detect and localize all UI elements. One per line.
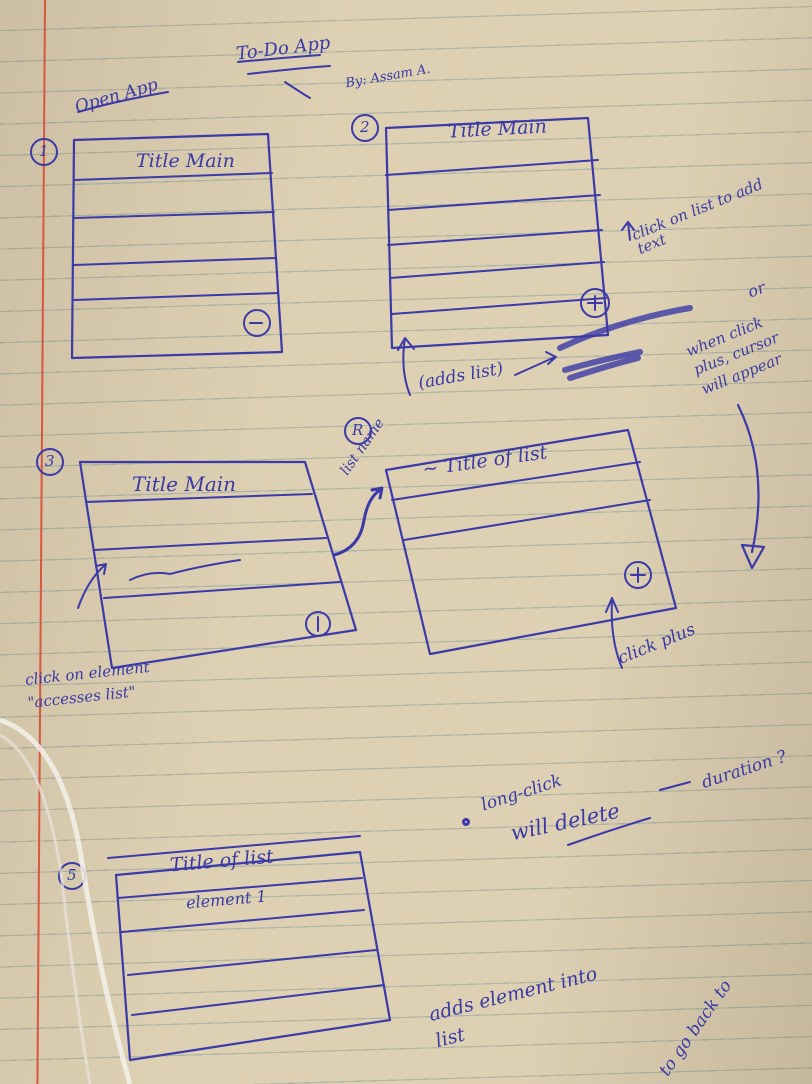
step-r-circle [344, 417, 372, 445]
step-number: 3 [45, 452, 55, 470]
screen-2-wireframe [351, 114, 766, 570]
screen-2-line [389, 261, 605, 279]
step-number: 2 [360, 118, 370, 136]
add-button-r [624, 561, 652, 589]
screen-2-frame [384, 116, 610, 350]
screen-5-line [107, 835, 361, 859]
note-dash [659, 781, 691, 791]
title-underline-2 [247, 65, 331, 99]
step-1-circle [30, 138, 58, 166]
screen-2-line [387, 229, 603, 246]
screen-3-line [85, 493, 313, 503]
arrow-down-curve [736, 403, 766, 570]
screen-2-line [387, 194, 601, 211]
screen-title: Title Main [447, 115, 548, 143]
screen-5-line [121, 909, 365, 933]
add-button-3 [305, 611, 331, 637]
screen-5-line [131, 984, 385, 1016]
arrow-to-note [514, 351, 557, 376]
step-2-circle [351, 114, 379, 142]
screen-5-wireframe [58, 835, 392, 1062]
open-app-underline [77, 91, 169, 113]
screen-r-line [391, 461, 641, 501]
arrow-to-list [332, 486, 384, 557]
screen-3-line [103, 581, 341, 599]
screen-1-line [73, 172, 273, 181]
add-button-1 [243, 309, 271, 337]
screen-2-line [391, 297, 607, 315]
step-number: R [352, 421, 364, 439]
screen-title: Title Main [132, 472, 237, 496]
screen-1-line [73, 292, 279, 301]
screen-3-wireframe [36, 448, 384, 670]
step-3-circle [36, 448, 64, 476]
screen-1-frame [70, 132, 284, 360]
strike-through [557, 305, 693, 381]
screen-1-line [73, 211, 275, 219]
screen-r-wireframe [344, 417, 678, 669]
screen-r-frame [384, 428, 678, 656]
add-button-2 [580, 288, 610, 318]
note-underline [567, 817, 651, 846]
element-scribble [129, 559, 241, 581]
step-number: 1 [39, 142, 49, 160]
screen-3-frame [78, 460, 358, 670]
step-number: 5 [67, 866, 77, 884]
screen-3-line [93, 537, 327, 551]
screen-1-wireframe [30, 132, 284, 360]
arrow-up-note [621, 221, 635, 241]
screen-5-line [127, 949, 377, 976]
screen-title: Title Main [136, 150, 235, 172]
screen-r-line [403, 499, 651, 541]
screen-5-line [117, 877, 363, 899]
title-underline [237, 54, 321, 63]
arrow-click-plus [605, 597, 623, 669]
screen-5-frame [114, 850, 392, 1062]
screen-2-line [385, 159, 599, 176]
note-bullet [462, 818, 470, 826]
screen-1-line [73, 257, 277, 266]
arrow-adds-list [397, 337, 415, 396]
arrow-element [77, 563, 107, 609]
